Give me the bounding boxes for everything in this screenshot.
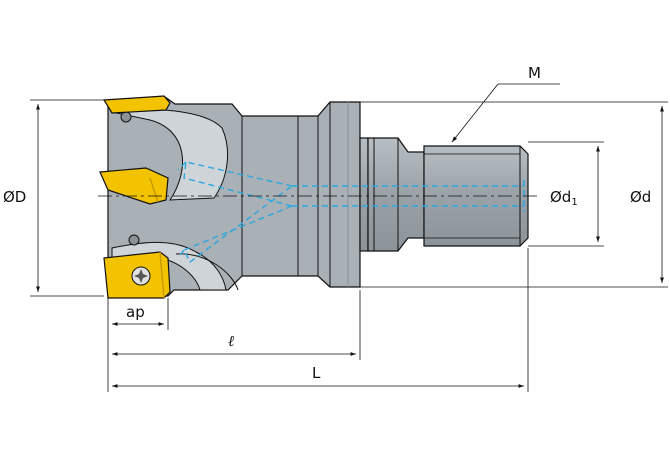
- label-d: Ød: [630, 188, 651, 206]
- label-L: L: [312, 364, 321, 382]
- insert-top: [102, 95, 171, 114]
- dimension-ap: ap: [107, 296, 169, 330]
- inserts: [99, 95, 171, 299]
- dimension-d1: Ød1: [528, 141, 604, 247]
- screw-hole-upper: [120, 111, 132, 123]
- neck-collar: [367, 137, 425, 252]
- dimension-L: L: [112, 248, 529, 392]
- dimension-D: ØD: [2, 99, 104, 297]
- insert-middle: [99, 167, 169, 205]
- callout-M: M: [451, 64, 560, 143]
- dimension-l: ℓ: [107, 290, 361, 392]
- label-ap: ap: [126, 303, 145, 321]
- dimension-d: Ød: [360, 101, 668, 288]
- neck: [359, 137, 369, 252]
- tool-body: [107, 96, 529, 297]
- label-l: ℓ: [228, 332, 234, 350]
- label-d1: Ød1: [550, 188, 578, 208]
- screw-hole-lower: [128, 234, 140, 246]
- label-M: M: [528, 64, 541, 82]
- chip-pocket-upper: [111, 108, 228, 201]
- chip-pocket-curve: [175, 253, 239, 291]
- label-D: ØD: [3, 188, 26, 206]
